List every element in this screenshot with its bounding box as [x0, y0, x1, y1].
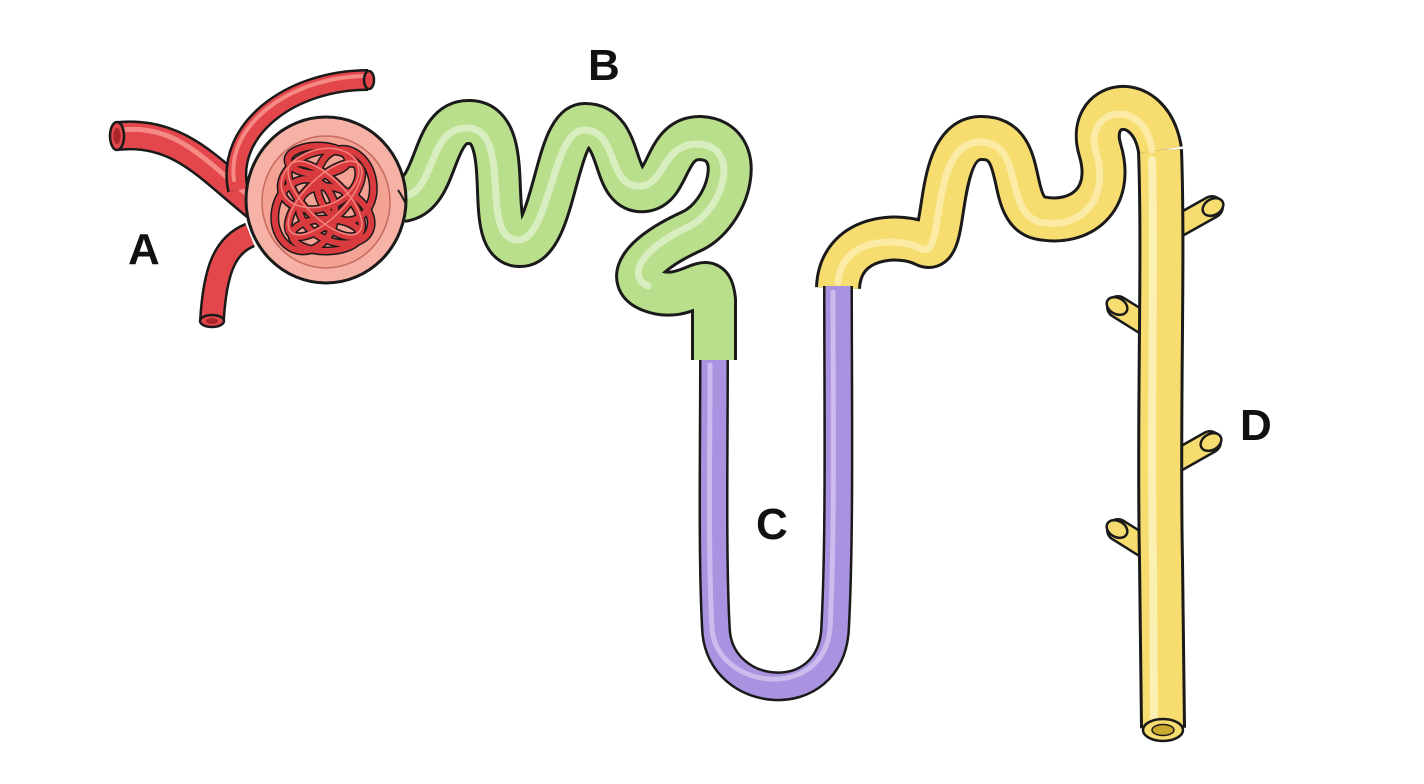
label-a: A [128, 225, 160, 274]
glomerulus-a [108, 69, 408, 329]
duct-d [1105, 149, 1225, 743]
label-c: C [756, 500, 788, 549]
distal-tubule [815, 85, 1183, 291]
capillary-tuft [270, 141, 378, 256]
vessel-opening [362, 69, 376, 91]
label-b: B [588, 41, 620, 90]
label-d: D [1240, 401, 1272, 450]
tubule-b [395, 99, 753, 360]
loop-c [698, 285, 854, 702]
